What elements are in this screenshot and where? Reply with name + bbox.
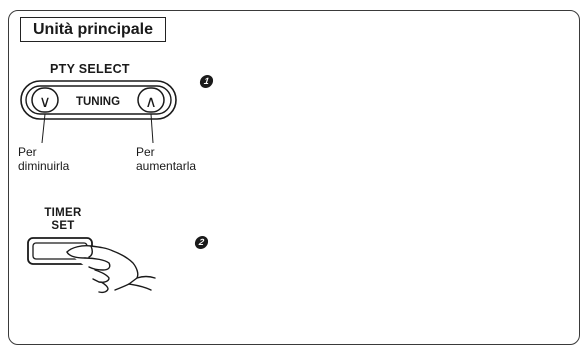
section-title: Unità principale <box>20 17 167 42</box>
down-caption: Per diminuirla <box>18 145 70 173</box>
tuning-up-button[interactable]: ∧ <box>137 87 165 113</box>
timer-set-label: TIMER SET <box>44 207 82 232</box>
up-caption: Per aumentarla <box>136 145 197 173</box>
pressing-hand-icon <box>66 245 156 294</box>
down-leader-line <box>41 113 46 144</box>
chevron-up-icon: ∧ <box>145 92 157 111</box>
up-leader-line <box>150 113 154 144</box>
pty-select-label: PTY SELECT <box>50 62 130 76</box>
tuning-rocker-inner <box>25 85 172 115</box>
panel-frame <box>8 10 580 345</box>
chevron-down-icon: ∨ <box>39 92 51 111</box>
tuning-label: TUNING <box>76 96 120 108</box>
tuning-rocker-illustration: ∨ TUNING ∧ <box>20 80 177 144</box>
timer-set-illustration <box>27 237 156 294</box>
tuning-down-button[interactable]: ∨ <box>31 87 59 113</box>
